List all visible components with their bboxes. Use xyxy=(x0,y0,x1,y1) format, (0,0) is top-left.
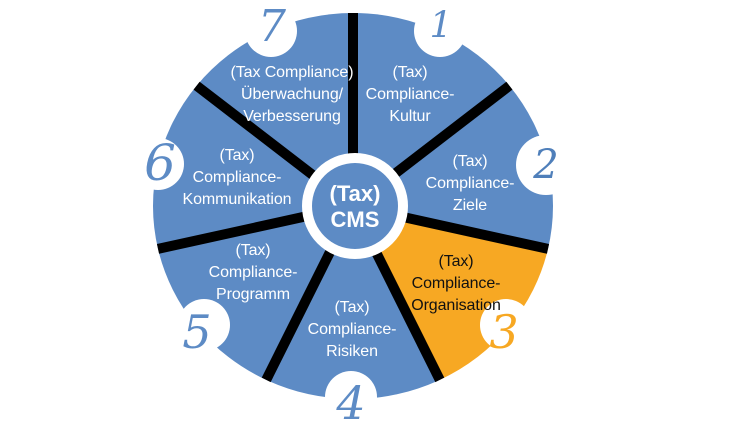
segment-label-line: Überwachung/ xyxy=(241,86,343,103)
segment-label-line: Compliance- xyxy=(411,275,501,292)
number-notch-2 xyxy=(516,135,576,195)
segment-label-7: (Tax Compliance) Überwachung/ Verbesseru… xyxy=(197,62,387,128)
segment-label-line: (Tax) xyxy=(219,147,255,164)
segment-label-line: Compliance- xyxy=(307,321,397,338)
number-notch-5 xyxy=(178,299,230,351)
hub-disc xyxy=(312,163,398,249)
segment-number-6: 6 xyxy=(144,134,176,192)
segment-label-line: Kommunikation xyxy=(182,191,292,208)
segment-label-line: (Tax) xyxy=(392,64,428,81)
segment-label-line: Programm xyxy=(216,286,290,303)
number-notch-4 xyxy=(325,371,377,423)
segment-label-4: (Tax) Compliance- Risiken xyxy=(257,297,447,363)
segment-label-line: Compliance- xyxy=(208,264,298,281)
number-notch-6 xyxy=(132,138,184,190)
segment-label-line: (Tax) xyxy=(438,253,474,270)
segment-label-2: (Tax) Compliance- Ziele xyxy=(375,151,565,217)
segment-label-6: (Tax) Compliance- Kommunikation xyxy=(142,145,332,211)
hub-label-line2: CMS xyxy=(330,207,380,232)
segment-label-line: Risiken xyxy=(326,343,378,360)
segment-number-3: 3 xyxy=(489,305,519,360)
segment-label-line: Organisation xyxy=(411,297,501,314)
hub-label-line1: (Tax) xyxy=(329,181,381,206)
segment-wedge-4 xyxy=(266,206,440,400)
segment-label-line: Kultur xyxy=(389,108,431,125)
hub-label: (Tax) CMS xyxy=(300,181,410,233)
segment-label-1: (Tax) Compliance- Kultur xyxy=(315,62,505,128)
segment-wedge-7 xyxy=(196,12,353,206)
segment-label-5: (Tax) Compliance- Programm xyxy=(158,240,348,306)
segment-wedge-1 xyxy=(353,13,510,206)
segment-label-line: Compliance- xyxy=(192,169,282,186)
segment-label-line: (Tax) xyxy=(452,153,488,170)
number-notch-1 xyxy=(414,5,466,57)
segment-label-3: (Tax) Compliance- Organisation xyxy=(361,251,551,317)
number-notch-3 xyxy=(480,299,532,351)
segment-label-line: Compliance- xyxy=(425,175,515,192)
segment-label-line: Compliance- xyxy=(365,86,455,103)
segment-label-line: Ziele xyxy=(452,197,488,214)
segment-number-5: 5 xyxy=(182,305,212,360)
segment-label-line: (Tax Compliance) xyxy=(230,64,354,81)
segment-label-line: (Tax) xyxy=(235,242,271,259)
segment-number-2: 2 xyxy=(533,142,559,189)
segment-number-1: 1 xyxy=(429,5,453,47)
segment-label-line: (Tax) xyxy=(334,299,370,316)
segment-number-7: 7 xyxy=(258,1,286,53)
number-notch-7 xyxy=(245,5,297,57)
segment-number-4: 4 xyxy=(336,376,366,431)
segment-label-line: Verbesserung xyxy=(243,108,341,125)
